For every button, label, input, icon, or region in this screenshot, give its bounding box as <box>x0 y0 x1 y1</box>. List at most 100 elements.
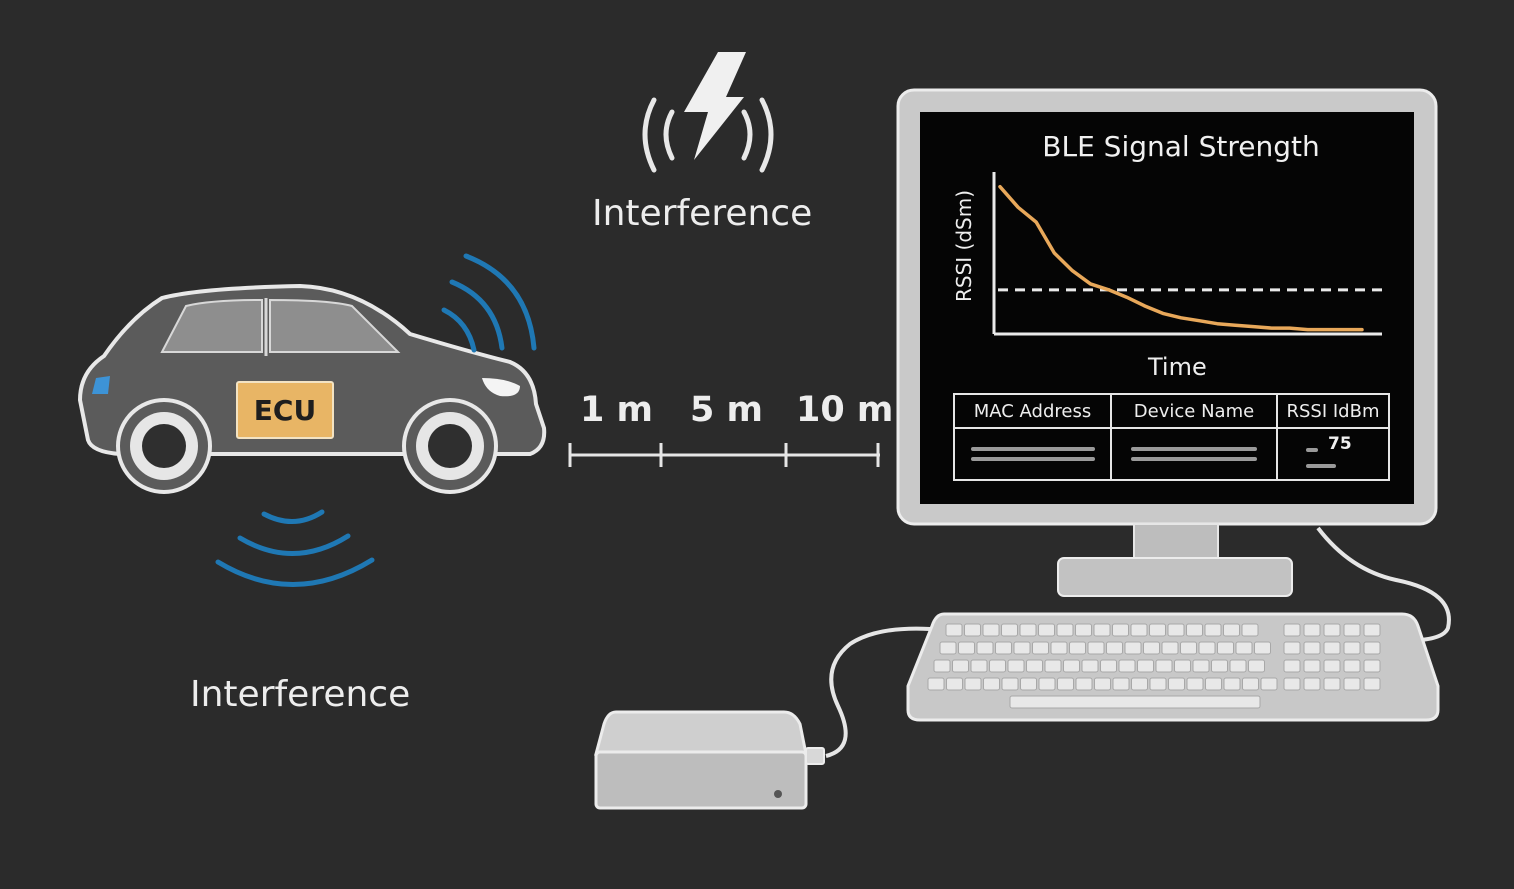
keyboard-key <box>1223 677 1241 691</box>
keyboard-key <box>1056 623 1074 637</box>
keyboard-key <box>1124 641 1142 655</box>
keyboard-key <box>976 641 994 655</box>
numpad-key <box>1283 659 1301 673</box>
keyboard-key <box>1063 659 1080 673</box>
keyboard-key <box>945 623 963 637</box>
keyboard-key <box>1100 659 1117 673</box>
keyboard-key <box>952 659 969 673</box>
cables <box>825 526 1451 758</box>
device-name-cell-placeholder <box>1110 427 1278 481</box>
chart-x-label: Time <box>1148 353 1207 381</box>
numpad-key <box>1343 623 1361 637</box>
device-table: MAC Address Device Name RSSI IdBm 75 <box>953 393 1390 481</box>
keyboard-key <box>939 641 957 655</box>
keyboard-key <box>1260 677 1278 691</box>
ecu-label: ECU <box>236 381 334 439</box>
keyboard-key <box>1118 659 1136 673</box>
chart-title: BLE Signal Strength <box>1042 130 1320 163</box>
keyboard-key <box>1130 623 1148 637</box>
keyboard-key <box>933 659 951 673</box>
numpad-key <box>1363 659 1381 673</box>
keyboard-key <box>1149 623 1166 637</box>
numpad-key <box>1323 623 1341 637</box>
numpad-key <box>1283 677 1301 691</box>
car-illustration <box>77 283 547 494</box>
interference-lightning-icon <box>642 52 774 173</box>
keyboard-key <box>1186 677 1204 691</box>
keyboard-key <box>1223 623 1240 637</box>
keyboard-spacebar <box>1009 695 1261 709</box>
numpad-key <box>1323 641 1341 655</box>
distance-label-2: 5 m <box>690 390 764 430</box>
keyboard-key <box>1204 623 1222 637</box>
keyboard-key <box>1013 641 1031 655</box>
numpad-key <box>1343 641 1361 655</box>
keyboard-key <box>1248 659 1265 673</box>
keyboard-key <box>1106 641 1123 655</box>
table-row: 75 <box>953 427 1390 481</box>
numpad-key <box>1363 623 1381 637</box>
keyboard-key <box>1149 677 1167 691</box>
keyboard-key <box>1050 641 1068 655</box>
keyboard-key <box>1242 677 1259 691</box>
chart-y-label: RSSI (dSm) <box>952 189 976 303</box>
keyboard <box>906 612 1440 722</box>
keyboard-key <box>982 623 1000 637</box>
keyboard-key <box>1174 659 1191 673</box>
keyboard-key <box>1112 677 1130 691</box>
keyboard-key <box>995 641 1012 655</box>
numpad-key <box>1283 623 1301 637</box>
keyboard-key <box>946 677 963 691</box>
keyboard-key <box>1075 623 1092 637</box>
car-signal-waves-top <box>441 253 537 353</box>
keyboard-key <box>1075 677 1093 691</box>
keyboard-key <box>1161 641 1179 655</box>
keyboard-key <box>1038 677 1056 691</box>
keyboard-key <box>1131 677 1148 691</box>
rssi-chart <box>992 172 1384 336</box>
keyboard-key <box>1093 623 1111 637</box>
numpad-key <box>1323 659 1341 673</box>
keyboard-key <box>1167 623 1185 637</box>
numpad-key <box>1303 623 1321 637</box>
distance-label-3: 10 m <box>796 390 894 430</box>
table-header-mac: MAC Address <box>953 393 1112 429</box>
keyboard-key <box>1038 623 1055 637</box>
keyboard-key <box>1229 659 1247 673</box>
table-header-device-name: Device Name <box>1110 393 1278 429</box>
keyboard-key <box>1155 659 1173 673</box>
keyboard-key <box>1241 623 1259 637</box>
keyboard-key <box>1019 623 1037 637</box>
distance-ruler <box>568 443 880 467</box>
keyboard-key <box>1205 677 1222 691</box>
rssi-cell: 75 <box>1276 427 1390 481</box>
numpad-key <box>1343 659 1361 673</box>
keyboard-key <box>1192 659 1210 673</box>
keyboard-key <box>970 659 988 673</box>
keyboard-key <box>964 623 981 637</box>
keyboard-key <box>1217 641 1234 655</box>
keyboard-key <box>1112 623 1129 637</box>
keyboard-key <box>964 677 982 691</box>
numpad-key <box>1323 677 1341 691</box>
keyboard-key <box>1094 677 1111 691</box>
keyboard-key <box>1168 677 1185 691</box>
interference-label-bottom: Interference <box>190 674 411 715</box>
keyboard-key <box>1235 641 1253 655</box>
car-signal-waves-bottom <box>215 509 375 587</box>
keyboard-key <box>1026 659 1043 673</box>
keyboard-key <box>1081 659 1099 673</box>
numpad-key <box>1363 677 1381 691</box>
table-header-rssi: RSSI IdBm <box>1276 393 1390 429</box>
monitor <box>896 88 1438 597</box>
keyboard-key <box>1087 641 1105 655</box>
numpad-key <box>1363 641 1381 655</box>
distance-label-1: 1 m <box>580 390 654 430</box>
keyboard-key <box>1032 641 1049 655</box>
keyboard-key <box>1180 641 1197 655</box>
keyboard-key <box>1069 641 1086 655</box>
keyboard-key <box>958 641 975 655</box>
keyboard-key <box>1211 659 1228 673</box>
keyboard-key <box>1057 677 1074 691</box>
rssi-curve <box>998 184 1364 332</box>
